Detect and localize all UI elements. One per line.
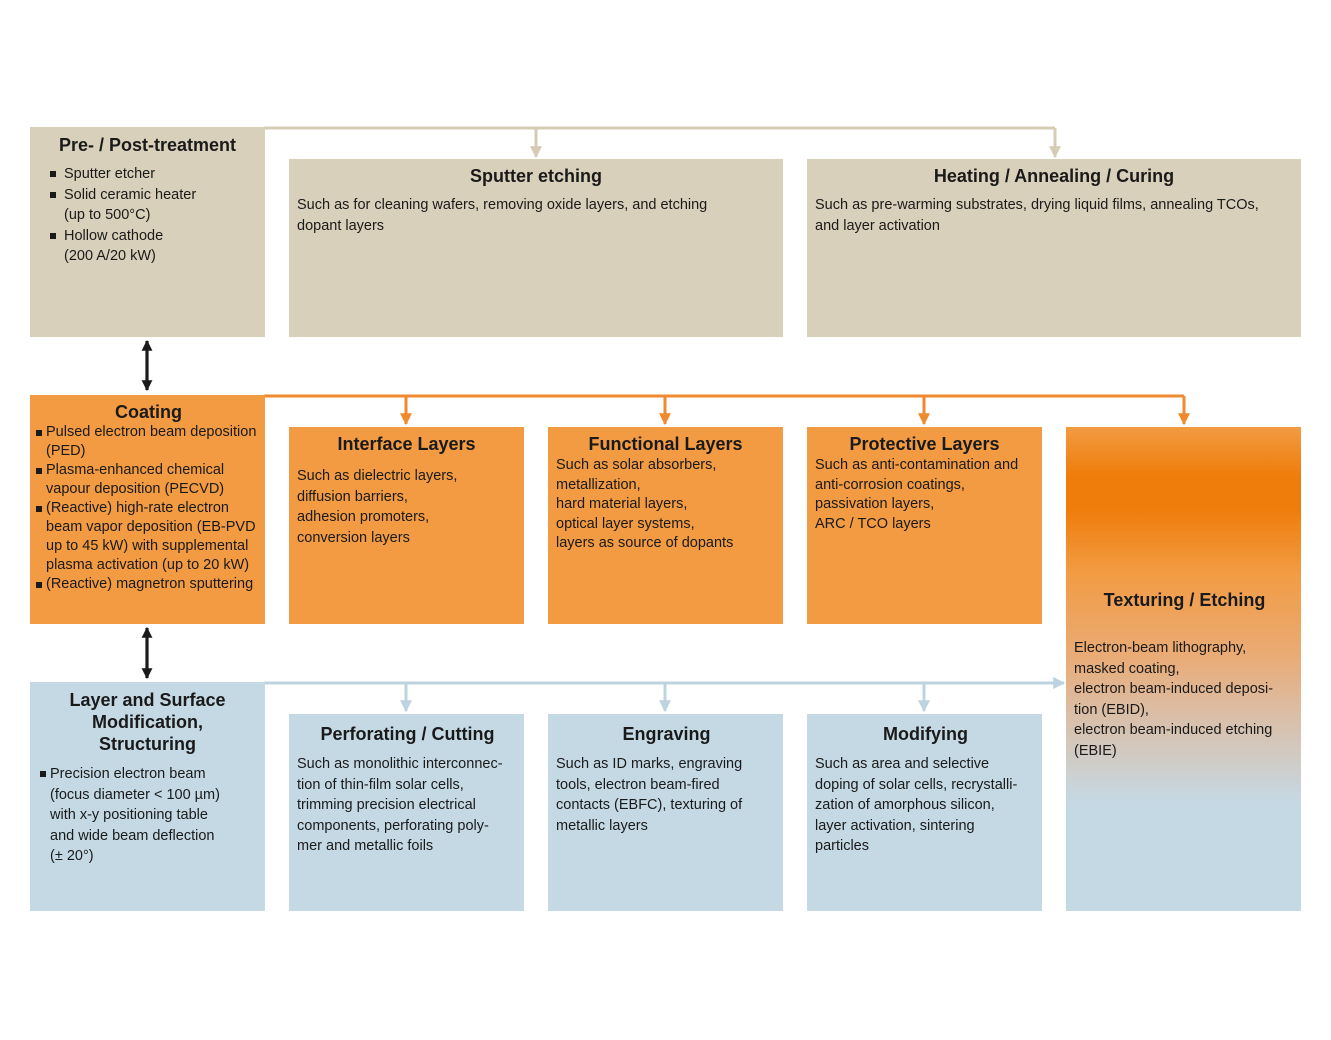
list-item: (Reactive) high-rate electron beam vapor… (34, 499, 263, 575)
interface-layers-box: Interface Layers Such as dielectric laye… (289, 427, 524, 624)
list-item: Sputter etcher (48, 164, 255, 185)
functional-layers-title: Functional Layers (588, 434, 743, 454)
engraving-desc: Such as ID marks, engraving tools, elect… (556, 756, 743, 834)
modifying-title: Modifying (883, 724, 968, 744)
protective-layers-box: Protective Layers Such as anti-contamina… (807, 427, 1042, 624)
list-item: Hollow cathode (200 A/20 kW) (48, 226, 255, 267)
sputter-etching-desc: Such as for cleaning wafers, removing ox… (297, 197, 708, 234)
interface-layers-desc: Such as dielectric layers, diffusion bar… (297, 468, 458, 546)
functional-layers-desc: Such as solar absorbers, metallization, … (556, 457, 734, 551)
list-item: Plasma-enhanced chemical vapour depositi… (34, 461, 263, 499)
engraving-title: Engraving (622, 724, 711, 744)
list-item: (Reactive) magnetron sputtering (34, 575, 263, 594)
modification-connector (264, 677, 1066, 713)
modification-title: Layer and Surface Modification, Structur… (69, 690, 226, 754)
heating-box: Heating / Annealing / Curing Such as pre… (807, 159, 1301, 337)
protective-layers-title: Protective Layers (849, 434, 1000, 454)
engraving-box: Engraving Such as ID marks, engraving to… (548, 714, 783, 911)
list-item: Precision electron beam (focus diameter … (38, 764, 257, 867)
sputter-etching-box: Sputter etching Such as for cleaning waf… (289, 159, 783, 337)
pretreatment-list: Sputter etcher Solid ceramic heater (up … (48, 164, 255, 267)
texturing-desc: Electron-beam lithography, masked coatin… (1074, 640, 1274, 759)
pretreatment-box: Pre- / Post-treatment Sputter etcher Sol… (30, 127, 265, 337)
coating-connector (264, 394, 1190, 426)
heating-title: Heating / Annealing / Curing (933, 166, 1175, 186)
perforating-box: Perforating / Cutting Such as monolithic… (289, 714, 524, 911)
list-item: Pulsed electron beam deposition (PED) (34, 423, 263, 461)
interface-layers-title: Interface Layers (337, 434, 476, 454)
coating-box: Coating Pulsed electron beam deposition … (30, 395, 265, 624)
protective-layers-desc: Such as anti-contamination and anti-corr… (815, 457, 1019, 532)
texturing-box: Texturing / Etching Electron-beam lithog… (1066, 427, 1301, 911)
modification-list: Precision electron beam (focus diameter … (38, 764, 257, 867)
list-item: Solid ceramic heater (up to 500°C) (48, 185, 255, 226)
modifying-box: Modifying Such as area and selective dop… (807, 714, 1042, 911)
modifying-desc: Such as area and selective doping of sol… (815, 756, 1018, 854)
pretreatment-connector (264, 126, 1061, 159)
coating-title: Coating (115, 402, 182, 422)
sputter-etching-title: Sputter etching (469, 166, 602, 186)
modification-box: Layer and Surface Modification, Structur… (30, 682, 265, 911)
perforating-desc: Such as monolithic interconnec- tion of … (297, 756, 503, 854)
pretreatment-title: Pre- / Post-treatment (58, 135, 237, 155)
coating-list: Pulsed electron beam deposition (PED) Pl… (34, 423, 263, 594)
heating-desc: Such as pre-warming substrates, drying l… (815, 197, 1259, 234)
perforating-title: Perforating / Cutting (320, 724, 495, 744)
functional-layers-box: Functional Layers Such as solar absorber… (548, 427, 783, 624)
texturing-title: Texturing / Etching (1103, 590, 1266, 610)
